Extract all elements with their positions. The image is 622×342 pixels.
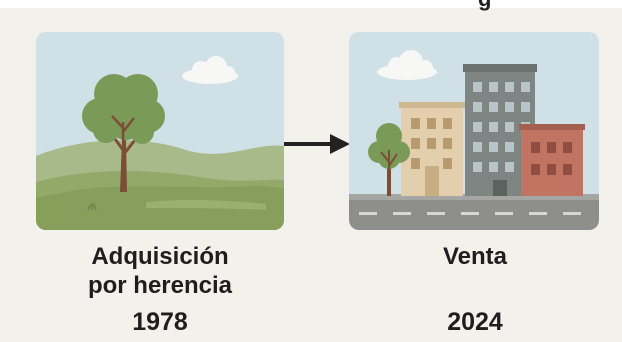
building-brick: [519, 124, 585, 196]
step-1-label: Adquisición por herencia: [52, 242, 268, 300]
step-1-label-line1: Adquisición: [91, 243, 229, 270]
tree-icon: [368, 123, 410, 196]
cloud-icon: [377, 50, 437, 80]
cropped-text-fragment: g: [478, 0, 491, 12]
top-strip: [0, 0, 622, 8]
city-buildings-illustration: [349, 32, 599, 230]
tree-meadow-illustration: [36, 32, 284, 230]
step-2-label: Venta: [442, 243, 508, 270]
step-1-label-line2: por herencia: [87, 272, 233, 299]
step-2-year: 2024: [447, 308, 503, 336]
arrow-right-icon: [282, 132, 352, 156]
step-1-year: 1978: [132, 308, 188, 336]
cloud-icon: [182, 56, 238, 84]
tree-icon: [82, 74, 165, 192]
building-beige: [399, 102, 465, 196]
